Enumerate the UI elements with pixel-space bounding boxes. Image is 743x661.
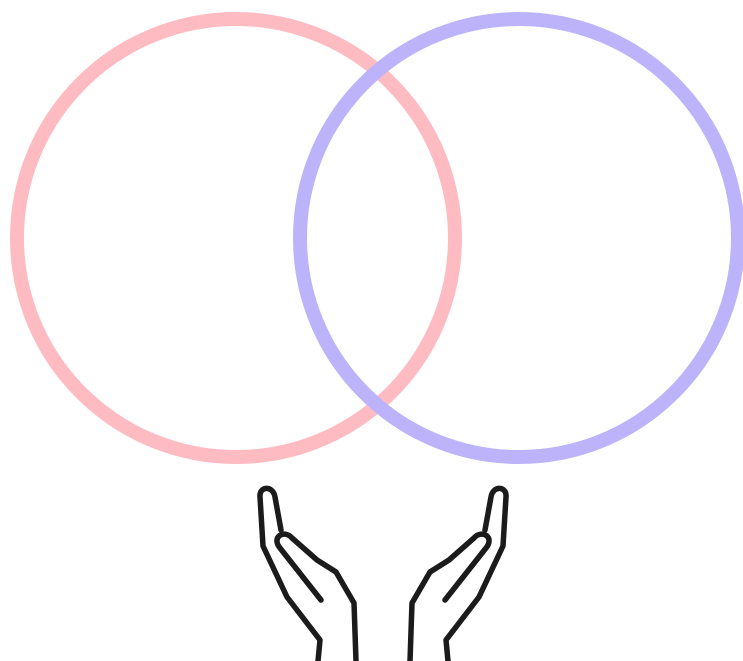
right-hand-icon	[410, 488, 506, 661]
open-hands-icon	[260, 488, 506, 661]
left-hand-icon	[260, 488, 356, 661]
venn-circle-right	[300, 19, 738, 457]
venn-circle-left	[17, 19, 455, 457]
